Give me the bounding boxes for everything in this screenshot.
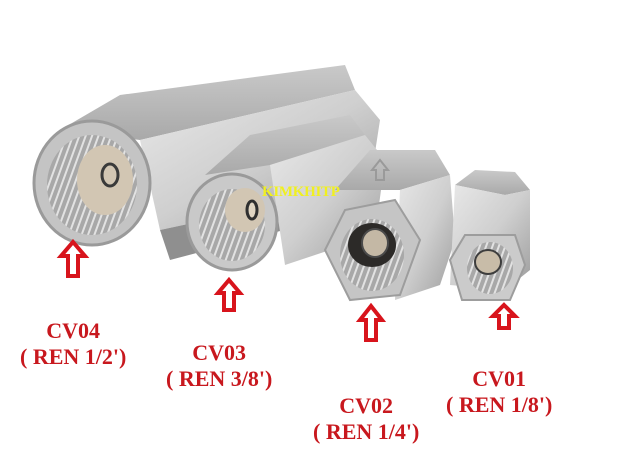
valve-cv02 <box>323 150 455 302</box>
arrow-up-icon <box>355 302 387 342</box>
product-code: CV04 <box>46 318 101 343</box>
label-cv03: CV03 ( REN 3/8') <box>166 340 272 392</box>
watermark-text: KIMKHITP <box>262 184 340 200</box>
label-cv01: CV01 ( REN 1/8') <box>446 366 552 418</box>
product-code: CV03 <box>192 340 247 365</box>
product-code: CV02 <box>339 393 394 418</box>
valve-cv01 <box>448 170 530 301</box>
thread-size: ( REN 3/8') <box>166 366 273 391</box>
label-cv02: CV02 ( REN 1/4') <box>313 393 419 445</box>
label-cv04: CV04 ( REN 1/2') <box>20 318 126 370</box>
thread-size: ( REN 1/4') <box>313 419 420 444</box>
thread-size: ( REN 1/8') <box>446 392 553 417</box>
arrow-up-icon <box>213 276 245 312</box>
thread-size: ( REN 1/2') <box>20 344 127 369</box>
arrow-up-icon <box>56 238 90 278</box>
product-code: CV01 <box>472 366 527 391</box>
arrow-up-icon <box>488 302 520 330</box>
